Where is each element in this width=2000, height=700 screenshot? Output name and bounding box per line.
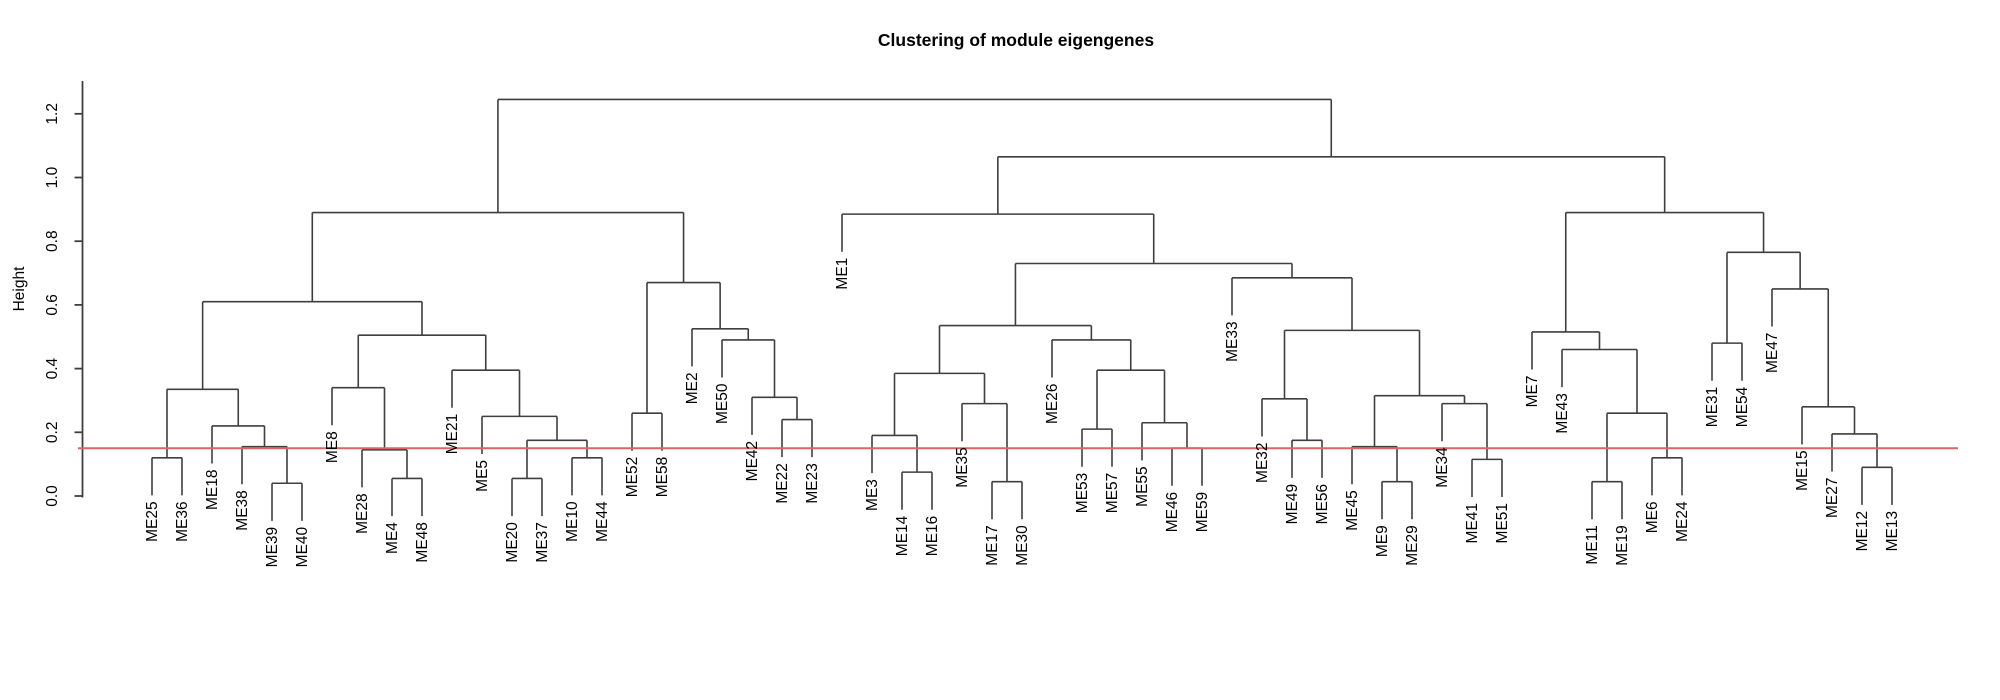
leaf-label: ME26 [1044, 384, 1061, 425]
leaf-label: ME55 [1134, 466, 1151, 507]
leaf-label: ME20 [504, 522, 521, 563]
leaf-label: ME14 [894, 515, 911, 556]
leaf-label: ME9 [1374, 525, 1391, 557]
leaf-label: ME27 [1824, 477, 1841, 517]
leaf-label: ME54 [1734, 386, 1751, 427]
leaf-label: ME12 [1854, 511, 1871, 551]
leaf-label: ME22 [774, 463, 791, 504]
leaf-label: ME10 [564, 501, 581, 542]
y-axis-tick-label: 1.2 [44, 103, 61, 125]
leaf-label: ME17 [984, 525, 1001, 566]
leaf-label: ME48 [414, 522, 431, 563]
leaf-label: ME42 [744, 441, 761, 482]
branch-lines [151, 98, 1893, 521]
leaf-label: ME36 [174, 501, 191, 542]
y-axis-label: Height [11, 266, 28, 311]
leaf-label: ME7 [1524, 376, 1541, 408]
leaf-label: ME41 [1464, 503, 1481, 544]
leaf-label: ME32 [1254, 442, 1271, 483]
y-axis-tick-label: 0.6 [44, 294, 61, 316]
leaf-label: ME5 [474, 460, 491, 492]
y-axis-tick-label: 0.4 [44, 357, 61, 379]
leaf-label: ME40 [294, 526, 311, 567]
leaf-label: ME6 [1644, 501, 1661, 533]
leaf-label: ME3 [864, 479, 881, 511]
leaf-label: ME39 [264, 527, 281, 568]
leaf-label: ME46 [1164, 492, 1181, 532]
leaf-label: ME58 [654, 457, 671, 498]
y-axis-tick-label: 1.0 [44, 166, 61, 188]
leaf-label: ME2 [684, 372, 701, 404]
leaf-label: ME51 [1494, 503, 1511, 544]
leaf-label: ME38 [234, 490, 251, 531]
leaf-label: ME47 [1764, 333, 1781, 374]
leaf-label: ME53 [1074, 473, 1091, 514]
y-axis-tick-label: 0.0 [44, 485, 61, 507]
leaf-label: ME16 [924, 516, 941, 557]
y-axis-tick-label: 0.8 [44, 230, 61, 252]
leaf-label: ME29 [1404, 525, 1421, 566]
leaf-label: ME19 [1614, 525, 1631, 566]
leaf-label: ME8 [324, 431, 341, 463]
chart-title: Clustering of module eigengenes [878, 30, 1154, 50]
leaf-label: ME1 [834, 258, 851, 290]
leaf-label: ME24 [1674, 501, 1691, 542]
leaf-label: ME25 [144, 501, 161, 542]
leaf-label: ME31 [1704, 387, 1721, 428]
leaf-label: ME18 [204, 470, 221, 511]
leaf-label: ME59 [1194, 492, 1211, 532]
leaf-label: ME35 [954, 447, 971, 488]
leaf-label: ME52 [624, 457, 641, 498]
leaf-label: ME57 [1104, 473, 1121, 514]
leaf-label: ME11 [1584, 525, 1601, 564]
leaf-label: ME33 [1224, 321, 1241, 362]
y-axis: 0.0 0.2 0.4 0.6 0.8 1.0 1.2 [44, 81, 84, 507]
leaf-label: ME37 [534, 522, 551, 563]
leaf-label: ME49 [1284, 484, 1301, 524]
leaf-label: ME34 [1434, 447, 1451, 488]
leaf-label: ME50 [714, 383, 731, 424]
leaf-label: ME28 [354, 493, 371, 534]
dendrogram-branches [151, 98, 1893, 521]
leaf-label: ME44 [594, 501, 611, 542]
leaf-label: ME21 [444, 414, 461, 455]
leaf-label: ME13 [1884, 511, 1901, 551]
leaf-label: ME56 [1314, 484, 1331, 524]
leaf-label: ME15 [1794, 450, 1811, 491]
leaf-label: ME30 [1014, 525, 1031, 566]
leaf-label: ME23 [804, 463, 821, 504]
leaf-label: ME4 [384, 522, 401, 554]
y-axis-tick-label: 0.2 [44, 422, 61, 444]
leaf-label: ME45 [1344, 490, 1361, 531]
leaf-label: ME43 [1554, 393, 1571, 434]
